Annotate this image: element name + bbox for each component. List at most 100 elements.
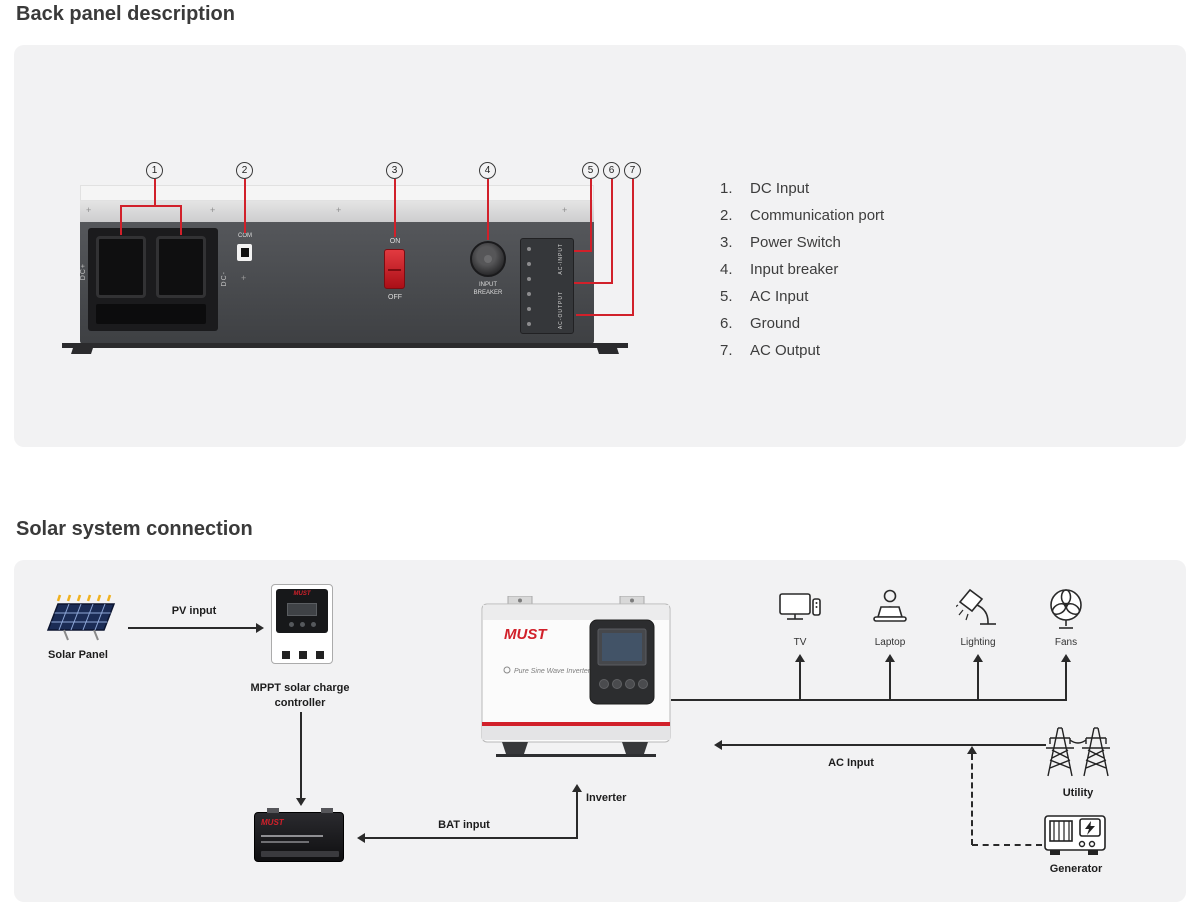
callout-line-6 [574,282,613,284]
input-breaker-button [484,255,492,263]
back-panel-heading: Back panel description [16,3,235,25]
legend-item: 2.Communication port [720,207,885,224]
bat-input-label: BAT input [438,819,490,831]
utility-label: Utility [1062,787,1094,799]
callout-5: 5 [582,162,599,179]
callout-line-7 [576,314,634,316]
generator-label: Generator [1049,863,1103,875]
device-top-strip [80,201,594,222]
device-base-bar [62,343,628,348]
back-panel-section: + + + + DC+ DC- COM + ON OFF INPUT BREAK… [14,45,1186,447]
load-arrowhead-lighting [973,654,983,662]
battery-base-stripe [261,851,339,857]
lighting-icon [956,586,1000,632]
bat-input-arrowhead-left [357,833,365,843]
legend-item: 3.Power Switch [720,234,841,251]
ac-terminal-screw [527,307,531,311]
mppt-screen [287,603,317,616]
laptop-icon [868,586,912,632]
callout-line-3 [394,179,396,237]
callout-line-4 [487,179,489,240]
power-off-label: OFF [388,294,402,301]
bat-input-line-v [576,792,578,839]
inverter-label: Inverter [586,792,627,804]
callout-7: 7 [624,162,641,179]
ac-terminal-screw [527,277,531,281]
callout-line-5 [574,250,592,252]
tv-icon [778,588,822,634]
callout-line-1 [180,205,182,235]
screw-icon: + [562,205,568,215]
ac-output-mini-label: AC-OUTPUT [558,291,564,330]
load-riser-fans [1065,662,1067,700]
screw-icon: + [210,205,216,215]
mppt-terminal [282,651,290,659]
generator-icon [1042,808,1110,858]
callout-line-1 [154,179,156,206]
generator-arrowhead [967,746,977,754]
com-label: COM [238,233,252,239]
solar-heading: Solar system connection [16,518,253,540]
pv-input-arrowhead [256,623,264,633]
ac-input-label: AC Input [828,757,874,769]
generator-line-v [971,754,973,845]
inverter-brand: MUST [504,626,548,643]
battery-terminal [321,808,333,813]
legend-item: 6.Ground [720,315,801,332]
load-label-laptop: Laptop [874,637,906,648]
inverter-image: MUST Pure Sine Wave Inverter [480,596,672,762]
utility-icon [1042,720,1114,780]
input-breaker [470,241,506,277]
callout-2: 2 [236,162,253,179]
com-port-socket [240,248,249,257]
ac-input-arrowhead [714,740,722,750]
callout-3: 3 [386,162,403,179]
mppt-terminal [299,651,307,659]
screw-icon: + [241,273,247,283]
load-label-tv: TV [793,637,807,648]
pv-input-line [128,627,256,629]
screw-icon: + [86,205,92,215]
bat-input-line-h [365,837,578,839]
callout-line-1 [120,205,182,207]
mppt-battery-arrowhead [296,798,306,806]
callout-1: 1 [146,162,163,179]
ac-input-line [722,744,1046,746]
mppt-label: MPPT solar charge controller [250,682,350,709]
dc-terminal-positive [96,236,146,298]
legend-item: 5.AC Input [720,288,809,305]
fans-icon [1044,586,1088,632]
mppt-button [289,622,294,627]
legend-item: 7.AC Output [720,342,821,359]
generator-line-h [972,844,1042,846]
ac-terminal-screw [527,322,531,326]
solar-panel-label: Solar Panel [48,649,108,661]
ac-terminal-block [520,238,574,334]
ac-input-mini-label: AC-INPUT [558,243,564,275]
callout-line-5 [590,179,592,250]
ac-output-line [671,699,1067,701]
mppt-button [311,622,316,627]
com-port [237,244,252,261]
inverter-tagline: Pure Sine Wave Inverter [514,668,591,675]
mppt-brand: MUST [293,591,311,597]
load-riser-laptop [889,662,891,700]
mppt-terminal [316,651,324,659]
dc-terminal-block [88,228,218,331]
battery-terminal [267,808,279,813]
dc-terminal-negative [156,236,206,298]
bat-input-arrowhead-up [572,784,582,792]
input-breaker-label: INPUT BREAKER [473,282,503,296]
pv-input-label: PV input [171,605,217,617]
solar-section: Solar Panel PV input MUST MPPT solar cha… [14,560,1186,902]
callout-4: 4 [479,162,496,179]
load-label-lighting: Lighting [960,637,996,648]
load-arrowhead-fans [1061,654,1071,662]
callout-line-1 [120,205,122,235]
load-riser-lighting [977,662,979,700]
solar-panel-icon [42,592,116,646]
mppt-controller-image: MUST [271,584,333,664]
dc-minus-label: DC- [221,271,228,287]
dc-plus-label: DC+ [80,263,87,281]
callout-line-7 [632,179,634,314]
